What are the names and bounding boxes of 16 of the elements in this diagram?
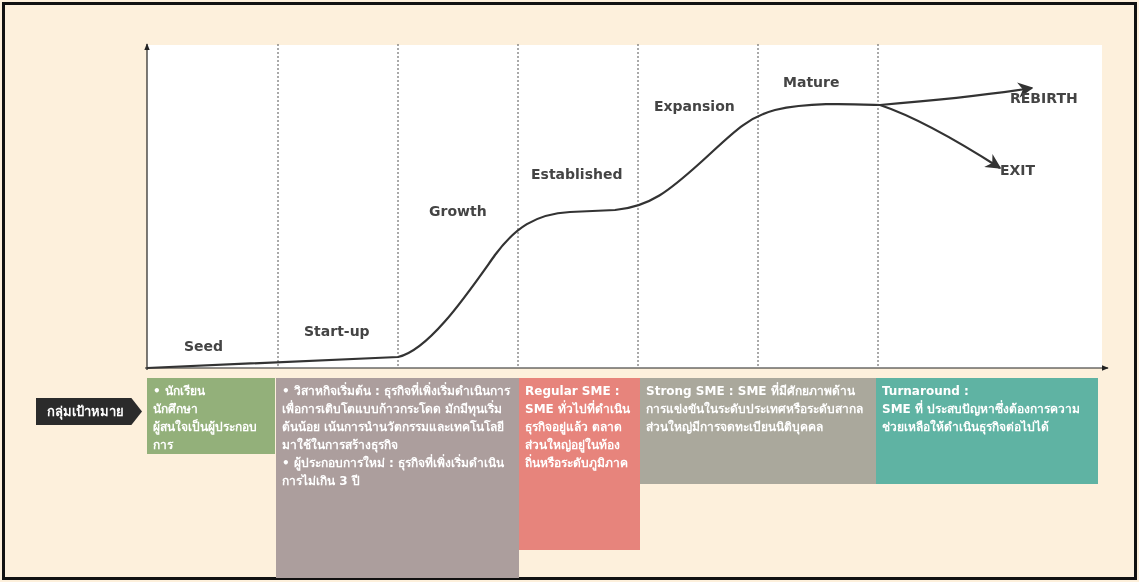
target-group-box: • นักเรียน นักศึกษา ผู้สนใจเป็นผู้ประกอบการ (147, 378, 275, 454)
target-group-box: • วิสาหกิจเริ่มต้น : ธุรกิจที่เพิ่งเริ่มดำเนินการ เพื่อการเติบโตแบบก้าวกระโดด มักมีทุนเริ่มต้นน้อย เน้นการนำนวัตกรรมและเทคโนโลยีมาใช้ในการสร้างธุรกิจ • ผู้ประกอบการใหม่ : ธุรกิจที่เพิ่งเริ่มดำเนินการไม่เกิน 3 ปี (276, 378, 519, 578)
outcome-label: REBIRTH (1010, 88, 1094, 109)
stage-label: Start-up (304, 322, 370, 341)
target-group-box: Regular SME : SME ทั่วไปที่ดำเนินธุรกิจอยู่แล้ว ตลาดส่วนใหญ่อยู่ในท้องถิ่นหรือระดับภูมิภาค (519, 378, 640, 550)
stage-label: Established (531, 165, 623, 184)
arrow (879, 82, 1034, 107)
stage-label: Growth (429, 202, 487, 221)
stage-label: Mature (783, 73, 840, 92)
target-group-tag: กลุ่มเป้าหมาย (36, 398, 142, 425)
stage-label: Expansion (654, 97, 735, 116)
stage-label: Seed (184, 337, 224, 356)
outcome-label: EXIT (1000, 160, 1050, 181)
arrow (879, 103, 1002, 169)
target-group-box: Strong SME : SME ที่มีศักยภาพด้านการแข่งขันในระดับประเทศหรือระดับสากล ส่วนใหญ่มีการจดทะเบียนนิติบุคคล (640, 378, 876, 484)
target-group-box: Turnaround : SME ที่ ประสบปัญหาซึ่งต้องการความช่วยเหลือให้ดำเนินธุรกิจต่อไปได้ (876, 378, 1098, 484)
